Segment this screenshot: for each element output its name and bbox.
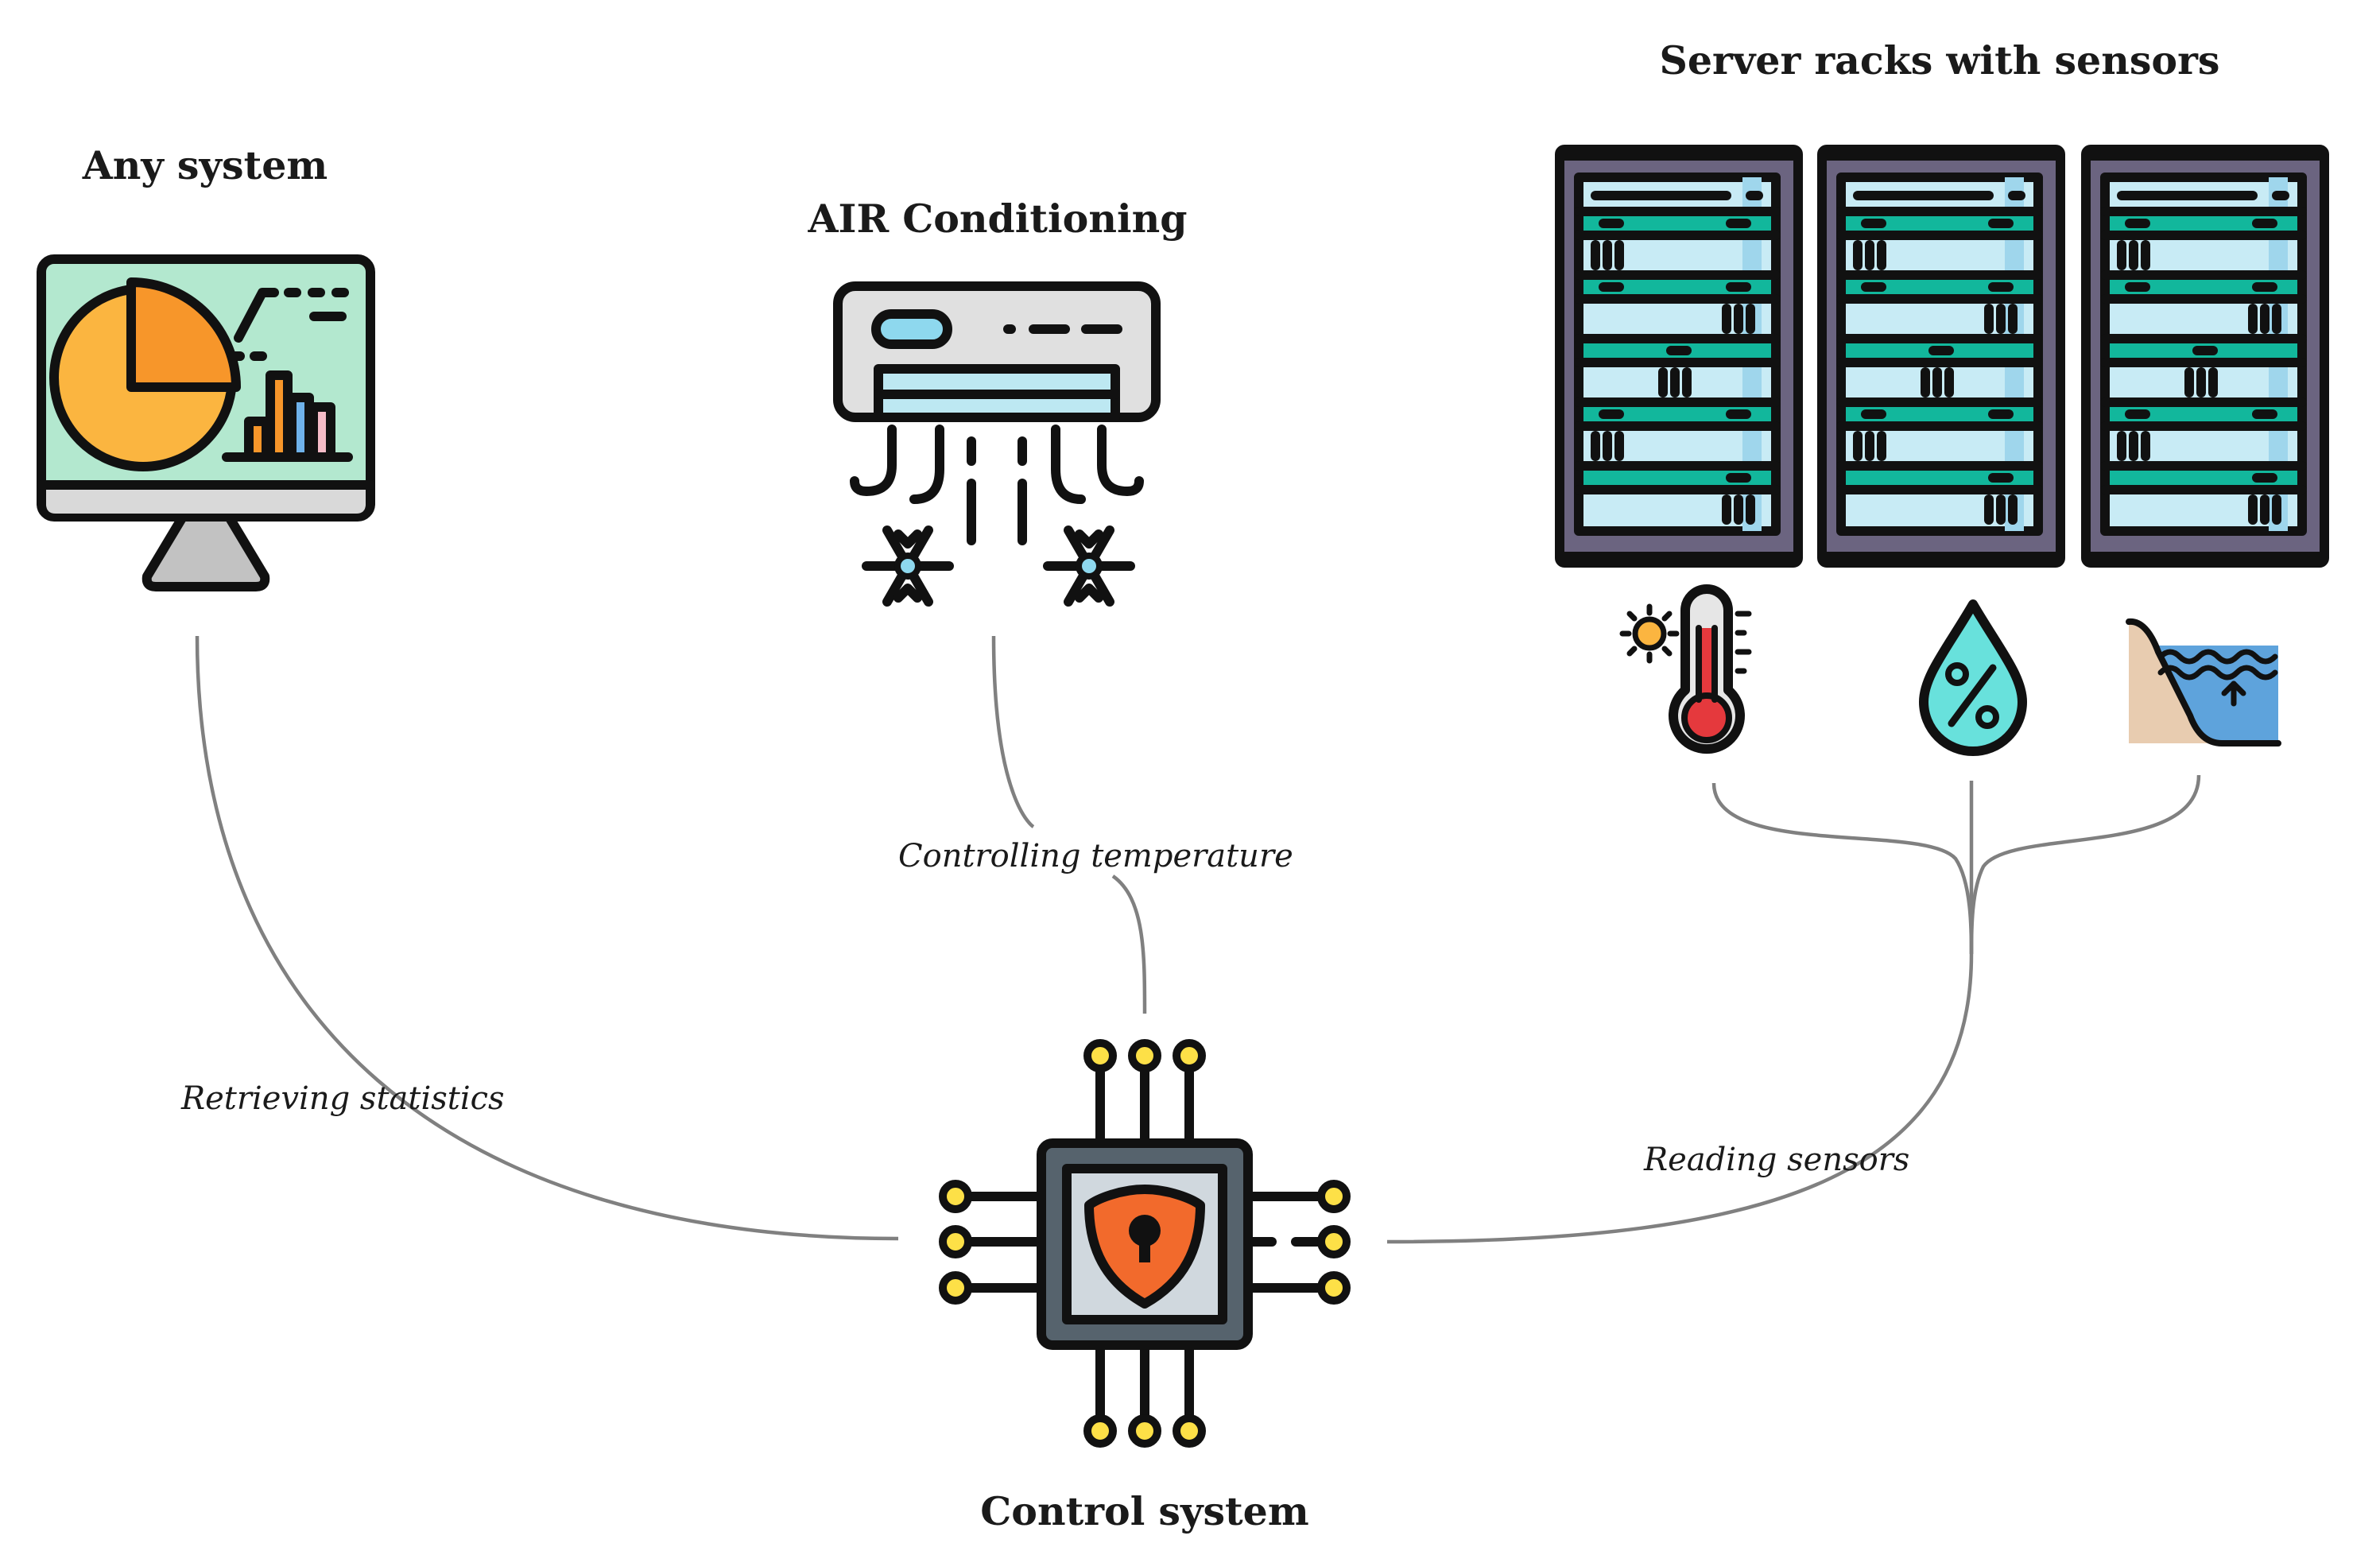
edge-air-conditioning-to-control	[991, 635, 1147, 1014]
node-title-server-racks: Server racks with sensors	[1659, 37, 2219, 83]
node-title-any-system: Any system	[82, 142, 328, 188]
edge-sensors-to-control	[1386, 774, 2201, 1244]
monitor-chart-icon	[37, 254, 375, 591]
node-title-control-system: Control system	[980, 1488, 1308, 1534]
air-conditioner-icon	[833, 281, 1161, 607]
edge-any-system-to-control	[195, 635, 899, 1241]
server-rack-icon	[1560, 149, 2324, 563]
humidity-drop-icon	[1919, 599, 2027, 756]
water-level-icon	[2126, 618, 2281, 746]
thermometer-icon	[1619, 584, 1752, 754]
edge-label-retrieving-statistics: Retrieving statistics	[180, 1080, 505, 1117]
secure-chip-icon	[939, 1039, 1351, 1448]
edge-label-reading-sensors: Reading sensors	[1643, 1142, 1909, 1178]
edge-label-controlling-temperature: Controlling temperature	[898, 838, 1293, 874]
node-title-air-conditioning: AIR Conditioning	[808, 196, 1188, 242]
